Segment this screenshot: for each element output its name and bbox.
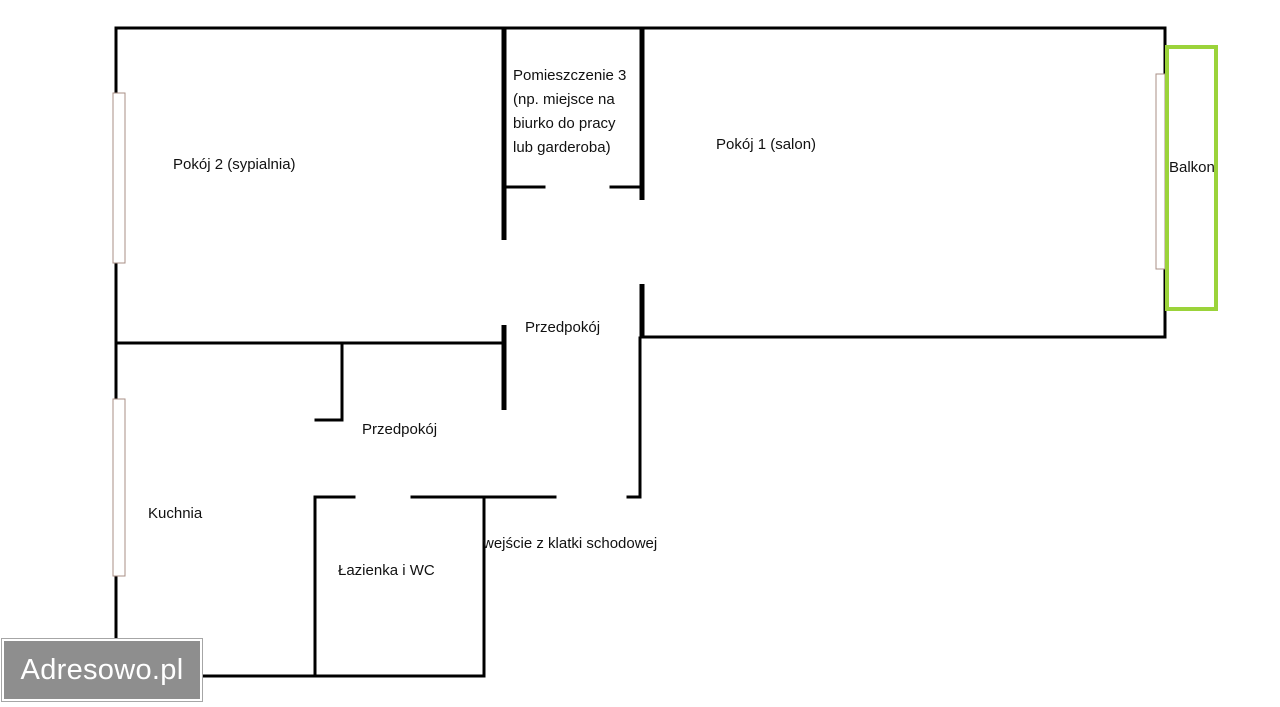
room-label-lazienka: Łazienka i WC xyxy=(338,562,435,579)
room-label-pomieszczenie3: Pomieszczenie 3 (np. miejsce na biurko d… xyxy=(513,64,648,160)
entrance-label: wejście z klatki schodowej xyxy=(483,535,658,552)
room-label-pokoj1: Pokój 1 (salon) xyxy=(716,136,817,153)
room-label-balkon: Balkon xyxy=(1169,159,1215,176)
room-label-przedpokoj-upper: Przedpokój xyxy=(525,319,601,336)
room-label-pokoj2: Pokój 2 (sypialnia) xyxy=(173,156,296,173)
room3-line-4: lub garderoba) xyxy=(513,139,611,156)
room-label-przedpokoj-lower: Przedpokój xyxy=(362,421,438,438)
window-bedroom xyxy=(112,92,126,264)
watermark-badge: Adresowo.pl xyxy=(2,639,202,701)
room-label-kuchnia: Kuchnia xyxy=(148,505,203,522)
room3-line-1: Pomieszczenie 3 xyxy=(513,67,627,84)
window-kitchen xyxy=(112,398,126,577)
window-living xyxy=(1155,73,1166,270)
watermark-text: Adresowo.pl xyxy=(20,653,184,686)
room3-line-2: (np. miejsce na xyxy=(513,91,615,108)
balcony-outline xyxy=(1165,45,1218,311)
room3-line-3: biurko do pracy xyxy=(513,115,616,132)
